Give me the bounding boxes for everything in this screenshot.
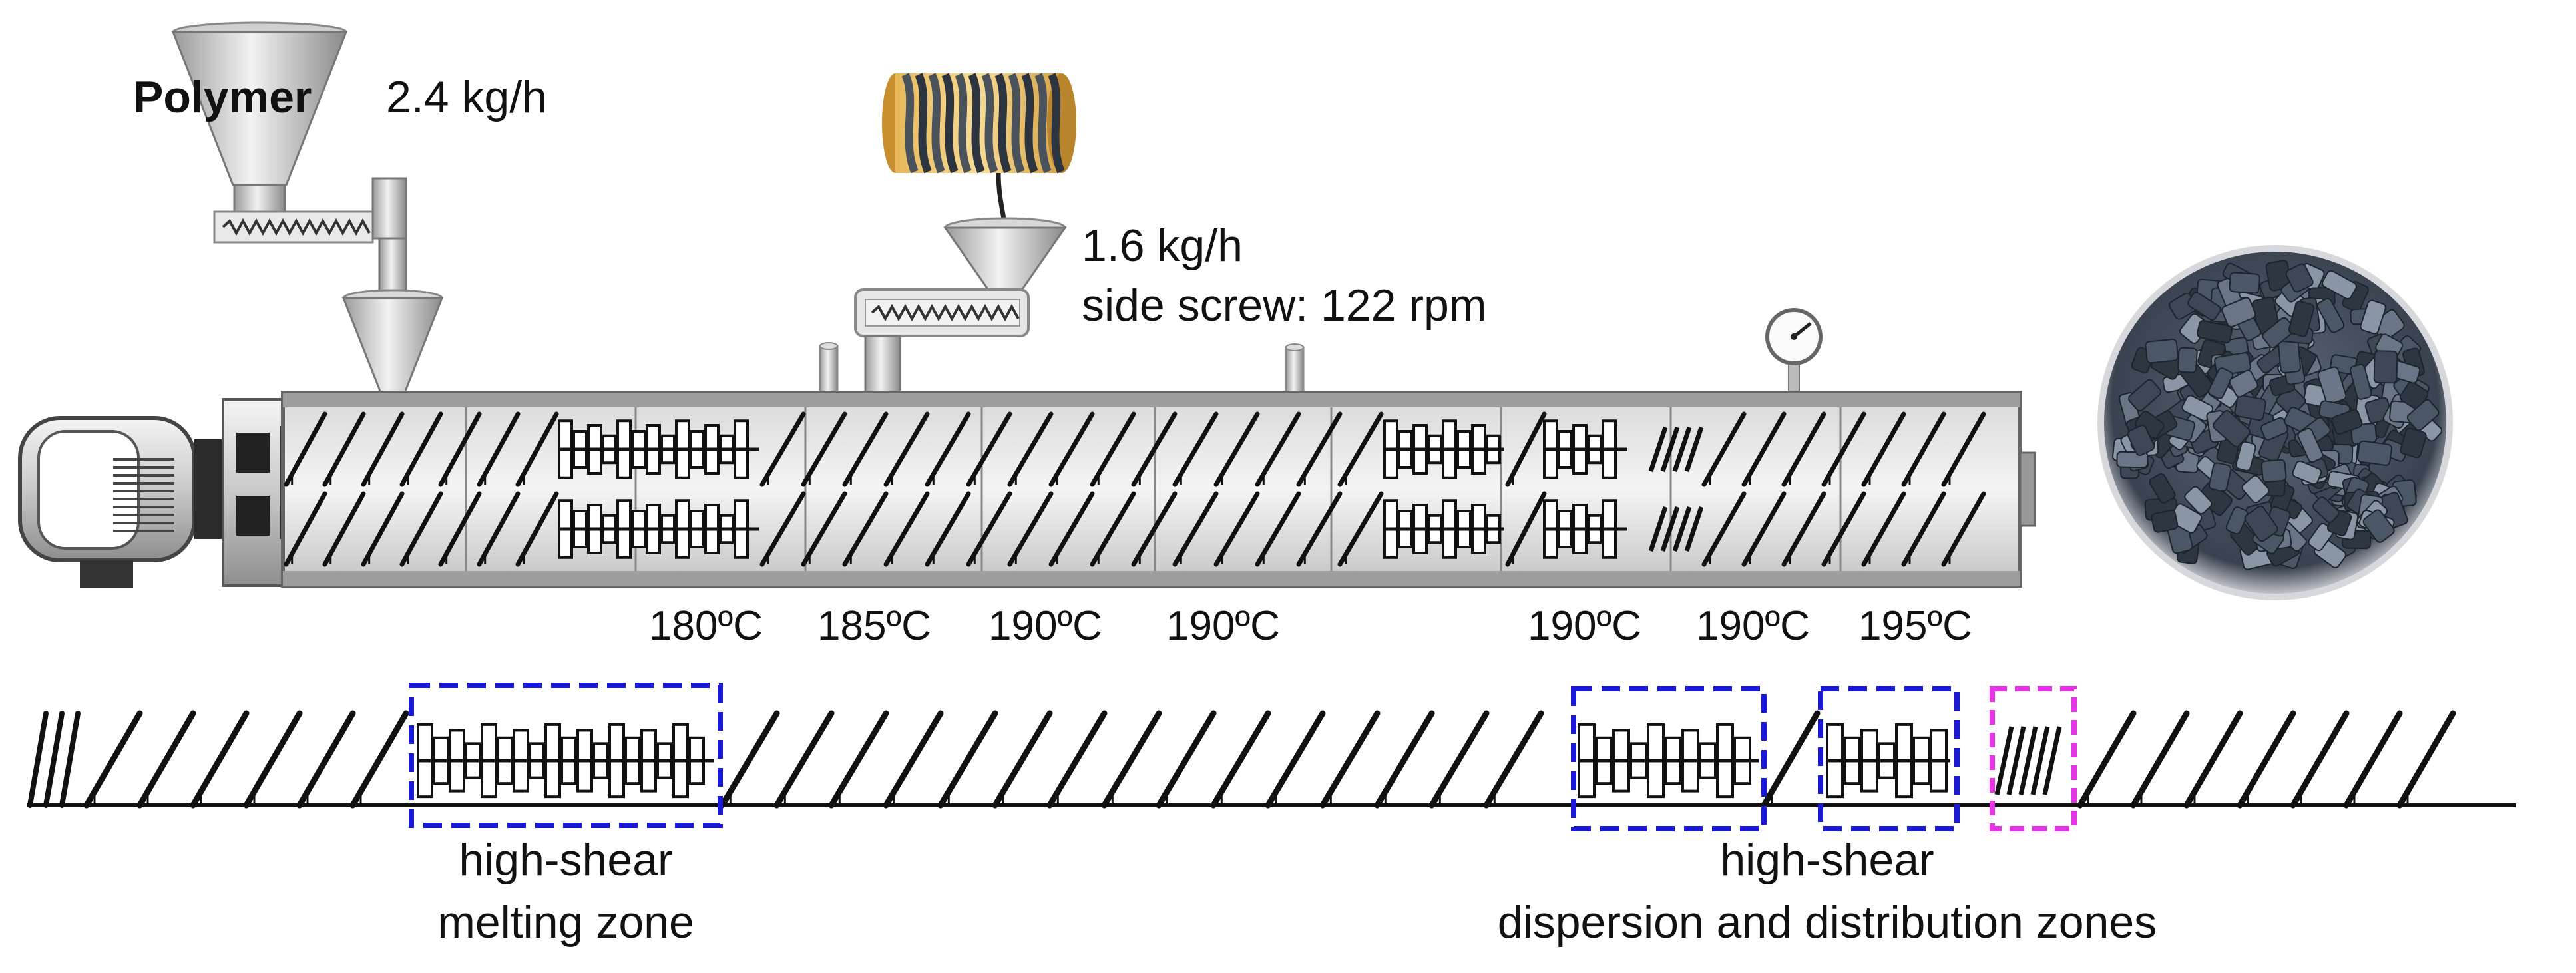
dispersion-zone-label-line1: high-shear [1720, 835, 1934, 885]
dispersion-zone-box-2 [1818, 686, 1960, 831]
extruder-barrel [281, 391, 2036, 588]
dispersion-zone-box-1 [1571, 686, 1767, 831]
side-feeder-screw-icon [854, 217, 1067, 396]
barrel-temperature: 185ºC [817, 603, 931, 649]
polymer-feeder-screw-icon [213, 177, 444, 394]
barrel-temperature: 180ºC [649, 603, 763, 649]
polymer-feed-name: Polymer [133, 72, 312, 122]
melting-zone-label-line2: melting zone [437, 897, 694, 948]
fiber-spool-icon [882, 73, 1076, 227]
zone-highlight-boxes [409, 683, 2077, 831]
distribution-zone-box [1990, 686, 2077, 831]
polymer-feed-rate: 2.4 kg/h [386, 72, 547, 122]
barrel-temperature: 195ºC [1858, 603, 1972, 649]
melting-zone-box [409, 683, 723, 828]
pressure-gauge-icon [1765, 308, 1823, 396]
barrel-temperature: 190ºC [1528, 603, 1641, 649]
barrel-temperature: 190ºC [988, 603, 1102, 649]
melting-zone-label-line1: high-shear [459, 835, 673, 885]
pellets-photo-icon [2097, 245, 2453, 600]
dispersion-zone-label-line2: dispersion and distribution zones [1497, 897, 2157, 948]
barrel-temperature: 190ºC [1166, 603, 1280, 649]
barrel-temperature: 190ºC [1696, 603, 1810, 649]
side-screw-speed: side screw: 122 rpm [1082, 280, 1487, 331]
screw-profile [27, 710, 2516, 809]
side-feed-rate: 1.6 kg/h [1082, 220, 1243, 271]
gearbox-icon [222, 398, 290, 587]
polymer-hopper-icon [171, 21, 348, 213]
motor-icon [18, 416, 226, 588]
